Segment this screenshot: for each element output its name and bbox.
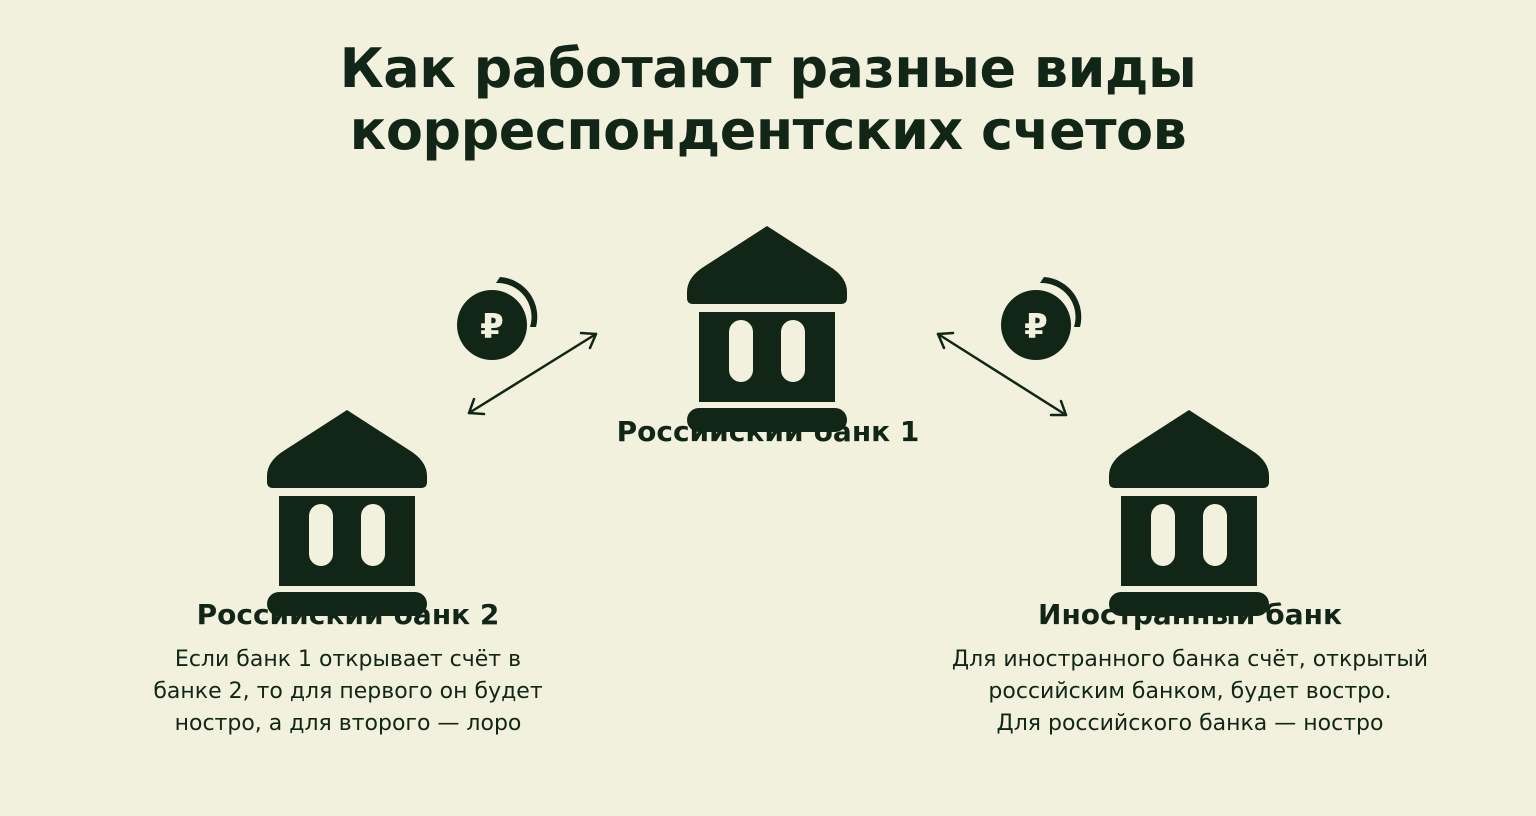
bank-2-description: Если банк 1 открывает счёт в банке 2, то… — [98, 644, 598, 740]
bank-2-description-line: ностро, а для второго — лоро — [174, 711, 522, 736]
ruble-symbol: ₽ — [480, 307, 504, 347]
ruble-symbol: ₽ — [1024, 307, 1048, 347]
bank-1-icon — [687, 226, 847, 432]
ruble-coin-icon-right: ₽ — [1001, 277, 1082, 360]
foreign-bank-description: Для иностранного банка счёт, открытый ро… — [920, 644, 1460, 740]
page-title: Как работают разные виды корреспондентск… — [0, 38, 1536, 162]
ruble-coin-icon-left: ₽ — [457, 277, 538, 360]
foreign-bank-description-line: Для иностранного банка счёт, открытый — [951, 647, 1429, 672]
foreign-bank-description-line: российским банком, будет востро. — [988, 679, 1392, 704]
bank-2-icon — [267, 410, 427, 616]
double-arrow-icon-right — [936, 331, 1068, 417]
bank-2-description-line: Если банк 1 открывает счёт в — [174, 647, 522, 672]
bank-2-label: Российский банк 2 — [196, 598, 500, 631]
bank-2-description-line: банке 2, то для первого он будет — [153, 679, 543, 704]
bank-1-label: Российский банк 1 — [616, 415, 920, 448]
foreign-bank-label: Иностранный банк — [1038, 598, 1342, 631]
title-line-2: корреспондентских счетов — [349, 99, 1187, 162]
double-arrow-icon-left — [467, 331, 598, 416]
foreign-bank-description-line: Для российского банка — ностро — [996, 711, 1384, 736]
title-line-1: Как работают разные виды — [339, 37, 1197, 100]
foreign-bank-icon — [1109, 410, 1269, 616]
